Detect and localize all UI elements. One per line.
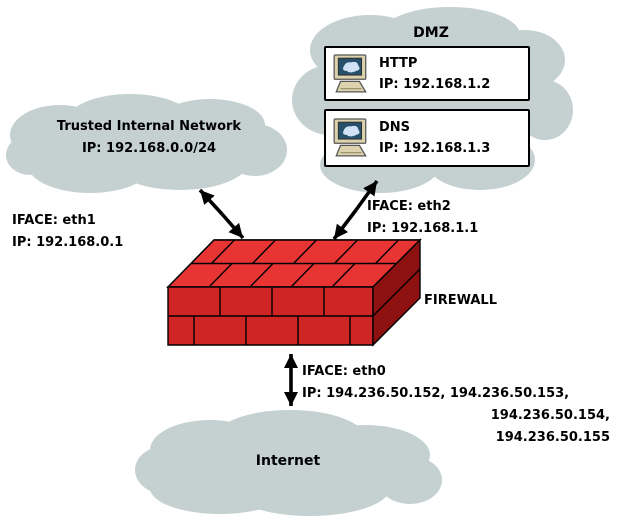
network-ip: IP: 192.168.0.0/24: [81, 141, 217, 156]
firewall-graphic: [166, 238, 422, 347]
eth2-label: IFACE: eth2 IP: 192.168.1.1: [367, 196, 478, 240]
iface-name: IFACE: eth2: [367, 199, 451, 214]
computer-icon: [331, 53, 371, 94]
internet-label: Internet: [255, 453, 321, 469]
computer-icon: [331, 118, 371, 158]
arrow-eth2: [332, 179, 379, 241]
eth0-label: IFACE: eth0 IP: 194.236.50.152, 194.236.…: [302, 361, 614, 449]
dmz-label: DMZ: [413, 25, 449, 41]
arrow-eth1: [198, 188, 245, 240]
trusted-network-label: Trusted Internal Network IP: 192.168.0.0…: [10, 116, 288, 160]
iface-ip-line2: 194.236.50.154,: [490, 408, 610, 423]
iface-name: IFACE: eth0: [302, 364, 386, 379]
server-http: HTTP IP: 192.168.1.2: [324, 46, 530, 101]
firewall-label: FIREWALL: [424, 293, 497, 308]
internet-cloud: [135, 410, 442, 516]
network-name: Trusted Internal Network: [56, 119, 242, 134]
eth1-label: IFACE: eth1 IP: 192.168.0.1: [12, 210, 123, 254]
server-ip: IP: 192.168.1.2: [379, 76, 491, 92]
server-name: DNS: [379, 120, 411, 135]
iface-ip: IP: 192.168.0.1: [12, 235, 124, 250]
trusted-network-cloud: [6, 94, 287, 193]
iface-ip-line3: 194.236.50.155: [495, 430, 610, 445]
iface-ip: IP: 192.168.1.1: [367, 221, 479, 236]
iface-name: IFACE: eth1: [12, 213, 96, 228]
server-ip: IP: 192.168.1.3: [379, 141, 491, 156]
server-dns: DNS IP: 192.168.1.3: [324, 109, 530, 167]
iface-ip-line1: IP: 194.236.50.152, 194.236.50.153,: [302, 386, 570, 401]
server-name: HTTP: [379, 55, 418, 71]
arrows: [198, 179, 379, 406]
